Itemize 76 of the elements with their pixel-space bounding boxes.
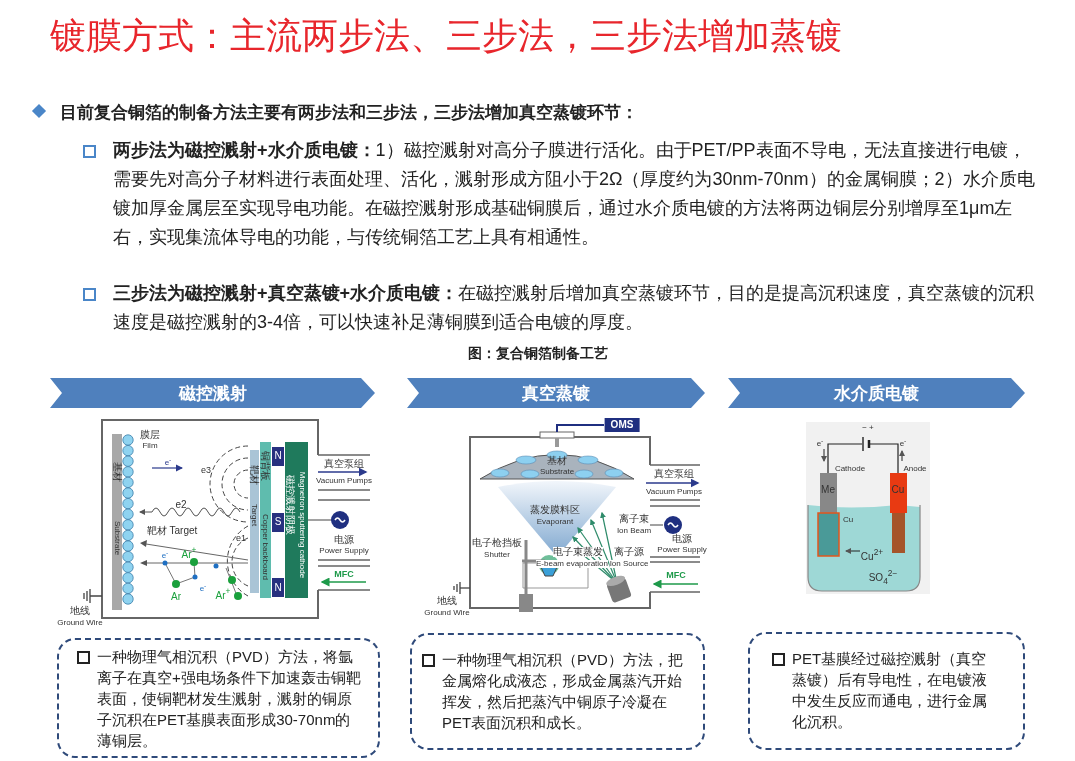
diagram-label: Ion Beam	[616, 527, 652, 535]
diagram-label: 基材	[112, 462, 122, 482]
diagram-label: Ground Wire	[424, 609, 470, 617]
diagram-label: 电源	[672, 534, 692, 544]
diagram-label: e1	[236, 533, 246, 543]
diagram-label: e2	[175, 500, 187, 510]
diagram-label: e$^{-}$	[899, 437, 907, 449]
diagram-label: e$^{-}$	[199, 582, 207, 594]
diagram-label: e$^{-}$	[161, 549, 169, 561]
chevron-banner	[407, 378, 705, 408]
diagram-label: Target	[250, 503, 258, 527]
diagram-label: Cu$^{2+}$	[860, 548, 884, 562]
chevron-banner	[728, 378, 1025, 408]
diagram-label: Cu	[842, 516, 854, 524]
diagram-label: 电源	[334, 535, 354, 545]
bullet-text: 目前复合铜箔的制备方法主要有两步法和三步法，三步法增加真空蒸镀环节：	[60, 102, 639, 124]
diagram-label: 地线	[70, 606, 90, 616]
diagram-label: E-beam evaporation	[536, 560, 608, 568]
diagram-label: Ar$^{+}$	[181, 546, 197, 560]
text-box	[748, 632, 1025, 750]
diagram-label: MFC	[334, 569, 354, 579]
box-text: 一种物理气相沉积（PVD）方法，把金属熔化成液态，形成金属蒸汽开始挥发，然后把蒸汽中铜原子冷凝在PET表面沉积和成长。	[442, 650, 684, 733]
diagram-label: N	[274, 583, 282, 593]
diagram-label: 蒸发膜料区	[530, 505, 580, 515]
diagram-label: − +	[862, 424, 874, 432]
diagram-label: OMS	[604, 418, 640, 432]
diagram-label: Anode	[903, 465, 927, 473]
diagram-label: S	[274, 517, 282, 527]
diagram-label: N	[274, 451, 282, 461]
diagram-label: 电子枪挡板	[472, 538, 522, 548]
diagram-label: Ground Wire	[57, 619, 103, 627]
bullet-text: 两步法为磁控溅射+水介质电镀：1）磁控溅射对高分子膜进行活化。由于PET/PP表面不导电，无法直接进行电镀，需要先对高分子材料进行表面处理、活化，溅射形成方阻小于2Ω（厚度约为30nm-70nm）的金属铜膜；2）水介质电镀加厚金属层至实现导电功能。在磁控溅射形成基础铜膜后，通过水介质电镀的方法将两边铜层分别增厚至1μm左右，实现集流体导电的功能，与传统铜箔工艺上具有相通性。	[113, 139, 1036, 249]
diagram-label: e$^{-}$	[164, 456, 172, 468]
diagram-label: Substrate	[539, 468, 575, 476]
box-text: PET基膜经过磁控溅射（真空蒸镀）后有导电性，在电镀液中发生反应而通电，进行金属化沉积。	[792, 649, 988, 732]
diagram-label: Evaporant	[536, 518, 574, 526]
diagram-label: e3	[201, 465, 211, 475]
diagram-label: Cu	[891, 485, 905, 495]
diagram-label: 靶材	[249, 465, 259, 485]
diagram-label: Power Supply	[657, 546, 707, 554]
text-box	[57, 638, 380, 758]
diagram-label: e$^{-}$	[816, 437, 824, 449]
diagram-label: Me	[821, 485, 835, 495]
diagram-label: 地线	[437, 596, 457, 606]
box-text: 一种物理气相沉积（PVD）方法，将氩离子在真空+强电场条件下加速轰击铜靶表面，使铜靶材发生溅射，溅射的铜原子沉积在PET基膜表面形成30-70nm的薄铜层。	[97, 647, 362, 751]
diagram-label: 电子束蒸发	[553, 547, 603, 557]
diagram-label: 铜背板	[260, 451, 270, 481]
section-heading: 真空蒸镀	[522, 382, 590, 405]
diagram-label: Power Supply	[319, 547, 369, 555]
bullet-text: 三步法为磁控溅射+真空蒸镀+水介质电镀：在磁控溅射后增加真空蒸镀环节，目的是提高沉积速度，真空蒸镀的沉积速度是磁控溅射的3-4倍，可以快速补足薄铜膜到适合电镀的厚度。	[113, 282, 1036, 334]
diagram-label: Copper backboard	[261, 514, 269, 580]
diagram-label: Ar$^{+}$	[215, 587, 231, 601]
diagram-label: 真空泵组	[654, 469, 694, 479]
figure-caption: 图：复合铜箔制备工艺	[466, 345, 609, 363]
diagram-label: Ar	[171, 592, 181, 602]
diagram-label: 离子源	[614, 547, 644, 557]
chevron-banner	[50, 378, 375, 408]
diagram-label: Vacuum Pumps	[316, 477, 372, 485]
diagram-label: 真空泵组	[324, 459, 364, 469]
section-heading: 磁控溅射	[178, 382, 247, 405]
diagram-label: Cathode	[834, 465, 866, 473]
diagram-label: 膜层	[140, 430, 160, 440]
diagram-label: Film	[142, 442, 158, 450]
section-heading: 水介质电镀	[834, 382, 919, 405]
diagram-label: Shutter	[484, 551, 510, 559]
diagram-label: 磁控溅射阴极	[285, 475, 295, 535]
diagram-label: Magnetron sputtering cathode	[298, 471, 306, 579]
diagram-label: 靶材 Target	[146, 526, 198, 536]
diagram-label: Vacuum Pumps	[646, 488, 702, 496]
diagram-label: Ion Source	[609, 560, 649, 568]
text-box	[410, 633, 705, 750]
diagram-label: 基材	[547, 456, 567, 466]
diagram-label: 离子束	[619, 514, 649, 524]
diagram-label: MFC	[666, 570, 686, 580]
slide-title: 镀膜方式：主流两步法、三步法，三步法增加蒸镀	[50, 14, 842, 58]
diagram-label: Substrate	[113, 520, 121, 556]
